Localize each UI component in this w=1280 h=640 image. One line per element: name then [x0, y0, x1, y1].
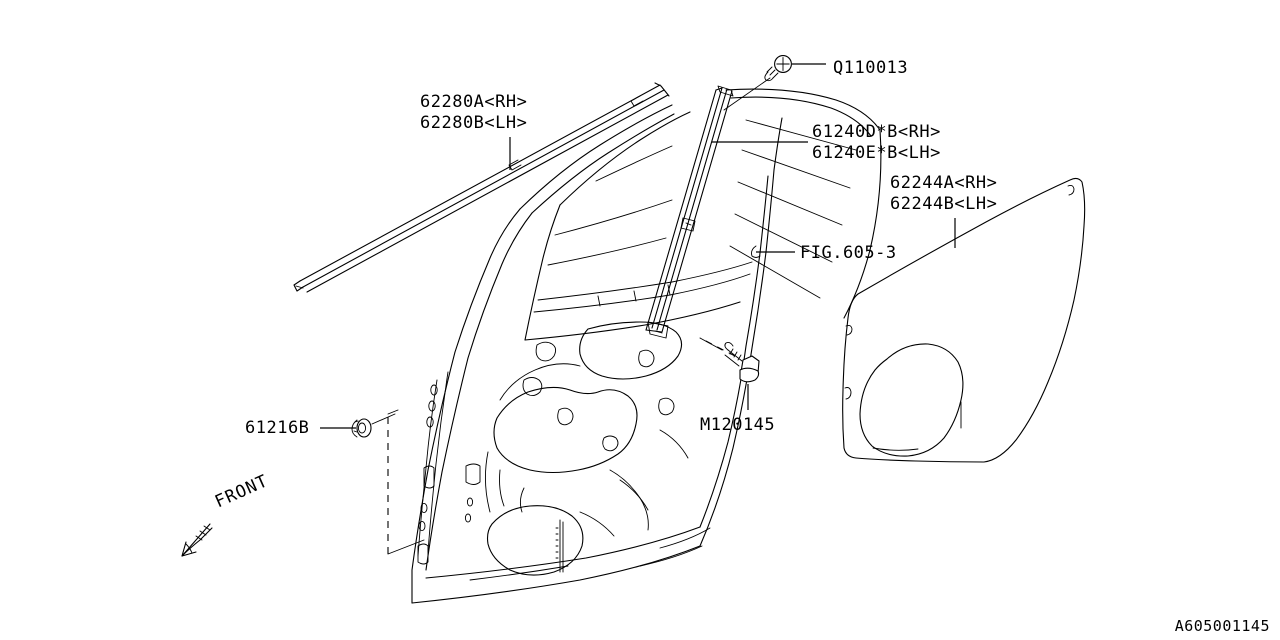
leader-lines	[320, 63, 956, 555]
label-door-glass-line-2: 61240E*B<LH>	[812, 143, 941, 163]
hex-flange-bolt-icon	[724, 341, 760, 383]
label-water-shield-cover: 62244A<RH> 62244B<LH>	[890, 173, 997, 215]
rear-door-panel	[411, 104, 783, 604]
front-direction-arrow	[181, 523, 213, 557]
label-grommet-61216b: 61216B	[245, 418, 310, 438]
water-shield-cover-panel	[842, 177, 1086, 463]
label-door-glass-line-1: 61240D*B<RH>	[812, 122, 941, 142]
label-belt-molding: 62280A<RH> 62280B<LH>	[420, 92, 527, 134]
label-screw-q110013: Q110013	[833, 58, 909, 78]
diagram-id-label: A605001145	[1174, 617, 1270, 635]
label-belt-molding-line-2: 62280B<LH>	[420, 113, 528, 133]
label-water-shield-line-2: 62244B<LH>	[890, 194, 998, 214]
label-belt-molding-line-1: 62280A<RH>	[420, 92, 528, 112]
label-bolt-m120145: M120145	[700, 415, 776, 435]
label-figure-reference: FIG.605-3	[800, 243, 897, 263]
division-sash-channel	[645, 85, 734, 339]
door-glass-panel	[725, 88, 882, 319]
grommet-plug-icon	[351, 418, 372, 438]
label-door-glass: 61240D*B<RH> 61240E*B<LH>	[812, 122, 941, 164]
screw-fastener-icon	[764, 55, 792, 82]
label-water-shield-line-1: 62244A<RH>	[890, 173, 998, 193]
belt-molding-strip	[293, 82, 670, 293]
